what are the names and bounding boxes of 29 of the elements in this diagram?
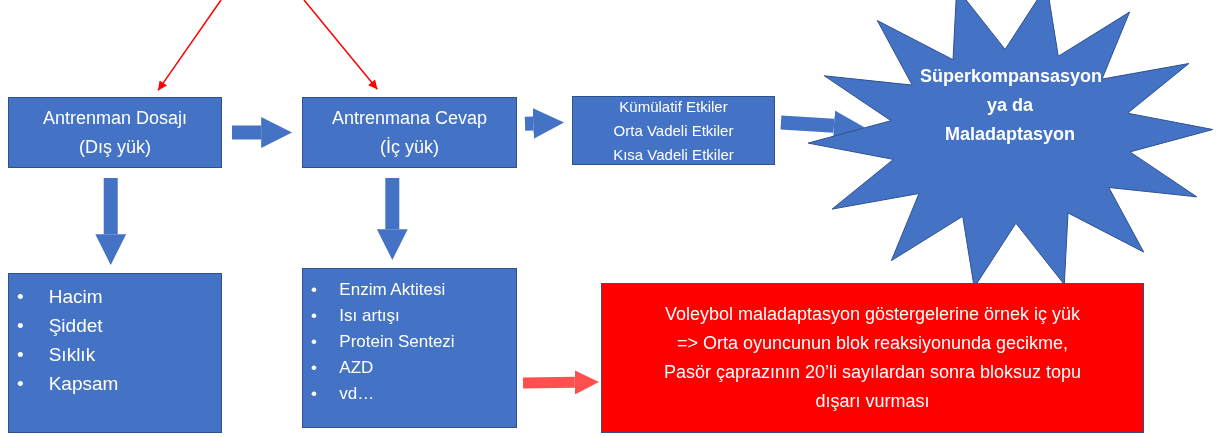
list-item: • Protein Sentezi: [311, 332, 455, 351]
highlight-box: [601, 283, 1144, 433]
box-label: Kısa Vadeli Etkiler: [613, 145, 734, 163]
box-label: Orta Vadeli Etkiler: [613, 121, 734, 139]
block-arrow: [232, 117, 292, 148]
box-label: Antrenmana Cevap (İç yük): [331, 107, 488, 157]
process-box: [572, 96, 775, 165]
process-box: [302, 97, 517, 168]
list-item: • Kapsam: [17, 373, 119, 394]
block-arrow: [522, 370, 599, 395]
block-arrow: [524, 108, 564, 139]
list-item: • AZD: [311, 358, 374, 377]
block-arrow: [376, 178, 408, 260]
block-arrow: [95, 178, 127, 265]
list-item: • vd…: [311, 384, 375, 403]
arrow: [157, 0, 222, 92]
note-text: Voleybol maladaptasyon göstergelerine örnek iç yük => Orta oyuncunun blok reaksiyonunda gecikme, Pasör çaprazının 20’li sayılardan sonra bloksuz topu dışarı vurması: [663, 304, 1082, 411]
list-box: [8, 273, 222, 433]
box-label: Kümülatif Etkiler: [619, 97, 728, 115]
list-item: • Hacim: [17, 286, 103, 307]
starburst-label: Süperkompansasyon ya da Maladaptasyon: [920, 66, 1103, 144]
list-item: • Isı artışı: [311, 306, 400, 325]
list-item: • Sıklık: [17, 344, 96, 365]
process-box: [8, 97, 222, 168]
list-item: • Şiddet: [17, 315, 103, 336]
arrow: [303, 0, 379, 90]
box-label: Antrenman Dosajı (Dış yük): [42, 107, 188, 157]
list-item: • Enzim Aktitesi: [311, 280, 446, 299]
list-box: [302, 268, 517, 428]
